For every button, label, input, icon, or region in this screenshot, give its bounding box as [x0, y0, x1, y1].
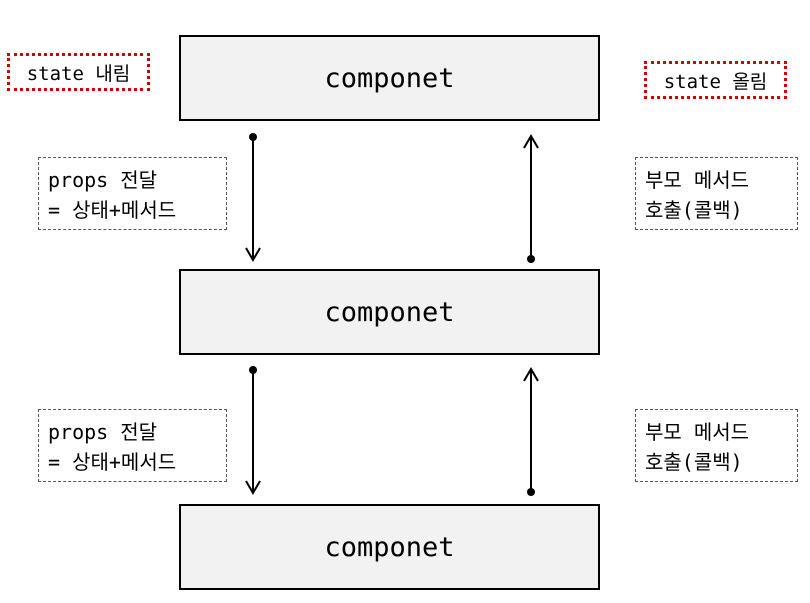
up-arrowhead-lower	[523, 367, 539, 382]
callback-note-upper: 부모 메서드 호출(콜백)	[635, 157, 798, 230]
state-up-tag: state 올림	[644, 61, 787, 99]
props-note-line: = 상태+메서드	[48, 450, 177, 474]
arrow-tail-dot	[527, 488, 535, 496]
state-up-label: state 올림	[663, 70, 768, 93]
state-down-label: state 내림	[26, 62, 131, 85]
props-note-upper: props 전달 = 상태+메서드	[38, 157, 227, 230]
arrow-tail-dot	[249, 133, 257, 141]
component-label: componet	[324, 62, 455, 94]
state-down-tag: state 내림	[7, 53, 150, 91]
component-box-bottom: componet	[179, 504, 600, 590]
down-arrowhead-upper	[245, 247, 261, 262]
component-label: componet	[324, 531, 455, 563]
arrow-tail-dot	[527, 255, 535, 263]
callback-note-lower: 부모 메서드 호출(콜백)	[635, 409, 798, 482]
up-arrowhead-upper	[523, 134, 539, 149]
callback-note-line: 호출(콜백)	[645, 198, 743, 222]
props-note-line: = 상태+메서드	[48, 198, 177, 222]
props-note-line: props 전달	[48, 420, 158, 444]
callback-note-line: 호출(콜백)	[645, 450, 743, 474]
component-box-top: componet	[179, 35, 600, 121]
component-label: componet	[324, 296, 455, 328]
down-arrowhead-lower	[245, 480, 261, 495]
component-box-middle: componet	[179, 269, 600, 355]
props-note-lower: props 전달 = 상태+메서드	[38, 409, 227, 482]
callback-note-line: 부모 메서드	[645, 168, 750, 192]
callback-note-line: 부모 메서드	[645, 420, 750, 444]
arrow-tail-dot	[249, 366, 257, 374]
props-note-line: props 전달	[48, 168, 158, 192]
